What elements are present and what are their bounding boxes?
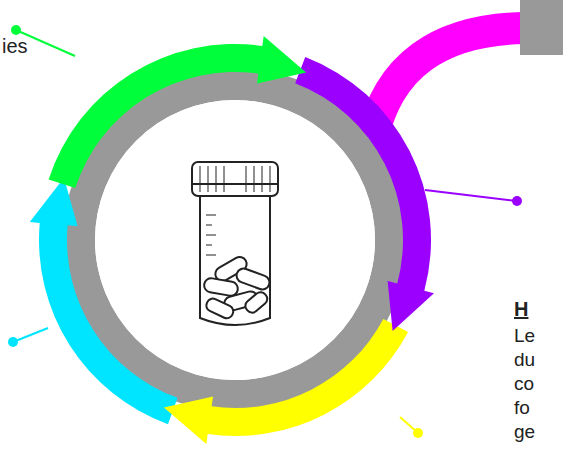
gray-ring	[79, 84, 391, 396]
pill-bottle	[192, 162, 278, 325]
center-disc	[95, 100, 375, 380]
cycle-arrow	[164, 319, 408, 444]
leader-line	[13, 328, 48, 342]
leader-dot	[8, 337, 18, 347]
leader-dot	[413, 428, 423, 438]
cycle-arrow	[295, 57, 434, 331]
section-heading: H	[514, 297, 563, 321]
leader-line	[425, 190, 517, 201]
outgoing-arc	[372, 28, 525, 140]
cycle-arrow	[30, 178, 178, 424]
leader-dot	[512, 196, 522, 206]
arc-arrowhead	[520, 0, 563, 55]
cropped-label: ies	[2, 34, 62, 58]
body-text: Le du co fo ge	[514, 324, 548, 444]
leader-dot	[11, 25, 21, 35]
